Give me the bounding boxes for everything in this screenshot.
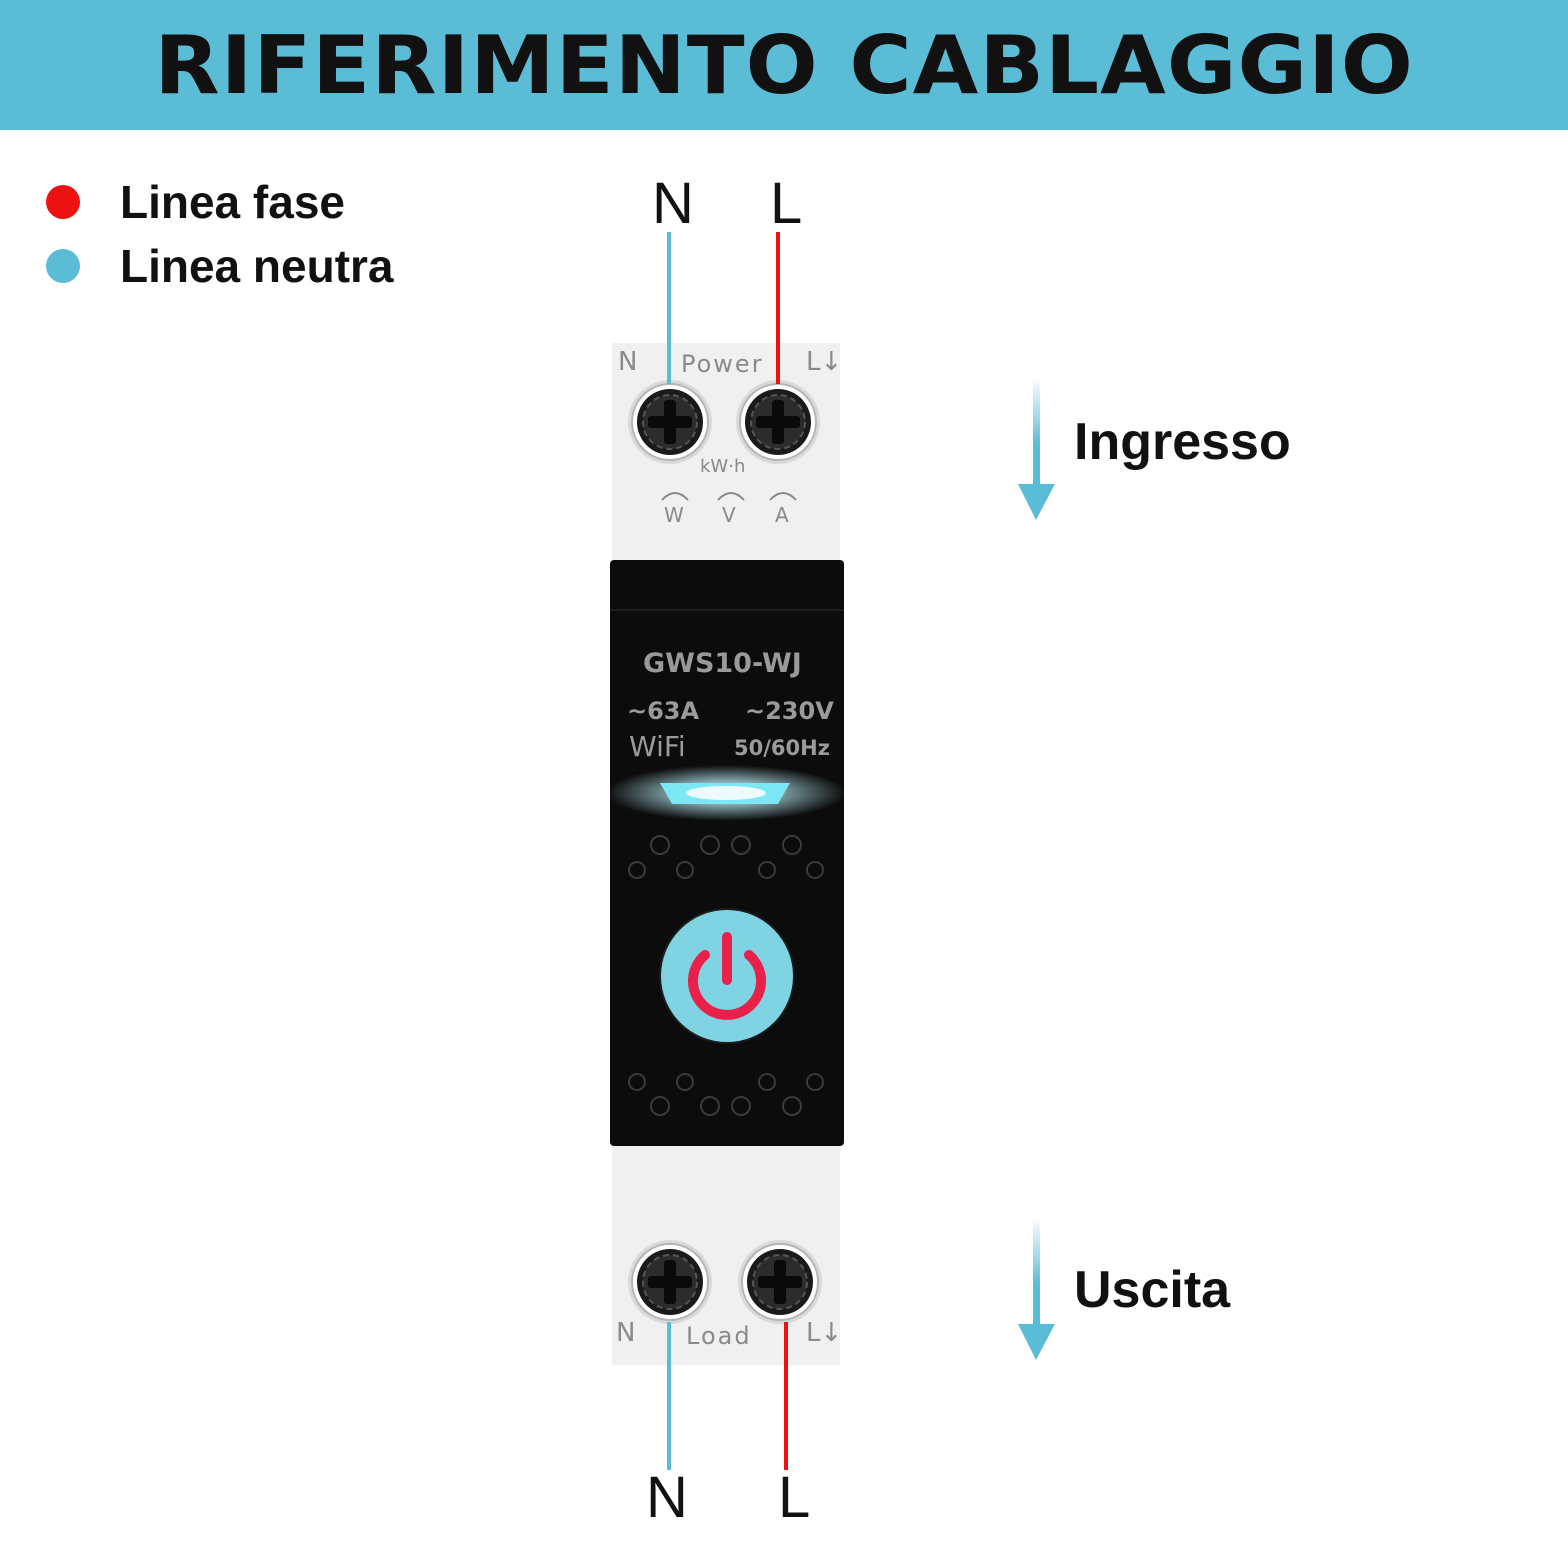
power-icon xyxy=(688,932,766,1020)
phase-dot-icon xyxy=(46,185,80,219)
vent-holes-top xyxy=(628,835,824,879)
top-terminal-n: N xyxy=(618,347,638,377)
wire-label-bottom-n: N xyxy=(646,1465,688,1530)
indicator-v: V xyxy=(722,503,736,527)
screw-terminal-icon xyxy=(627,379,713,465)
bottom-terminal-n: N xyxy=(616,1318,636,1348)
legend-label-neutral: Linea neutra xyxy=(120,240,394,292)
wire-label-top-n: N xyxy=(652,171,694,236)
arrow-down-icon xyxy=(1018,378,1055,520)
legend: Linea fase Linea neutra xyxy=(46,170,394,298)
bottom-terminal-caption: Load xyxy=(686,1322,752,1350)
legend-item-neutral: Linea neutra xyxy=(46,234,394,298)
legend-item-phase: Linea fase xyxy=(46,170,394,234)
indicator-arcs xyxy=(661,492,797,501)
wire-label-bottom-l: L xyxy=(778,1465,811,1530)
bottom-terminal-l: L↓ xyxy=(806,1318,843,1348)
neutral-dot-icon xyxy=(46,249,80,283)
indicator-a: A xyxy=(775,503,789,527)
model-label: GWS10-WJ xyxy=(643,648,802,679)
current-rating: ~63A xyxy=(627,697,700,725)
screw-terminal-icon xyxy=(737,1239,823,1325)
connectivity-label: WiFi xyxy=(629,730,686,763)
power-button[interactable] xyxy=(659,908,795,1044)
legend-label-phase: Linea fase xyxy=(120,176,345,228)
output-label: Uscita xyxy=(1074,1261,1231,1319)
frequency-rating: 50/60Hz xyxy=(734,736,830,760)
vent-holes-bottom xyxy=(628,1073,824,1116)
title-banner: RIFERIMENTO CABLAGGIO xyxy=(0,0,1568,130)
voltage-rating: ~230V xyxy=(745,697,834,725)
input-label: Ingresso xyxy=(1074,413,1291,471)
page-title: RIFERIMENTO CABLAGGIO xyxy=(154,18,1414,112)
arrow-down-icon xyxy=(1018,1218,1055,1360)
indicator-w: W xyxy=(664,503,684,527)
top-terminal-l: L↓ xyxy=(806,347,843,377)
top-terminal-caption: Power xyxy=(681,350,764,378)
screw-terminal-icon xyxy=(627,1239,713,1325)
energy-unit: kW·h xyxy=(700,456,746,477)
screw-terminal-icon xyxy=(735,379,821,465)
wire-label-top-l: L xyxy=(770,171,803,236)
